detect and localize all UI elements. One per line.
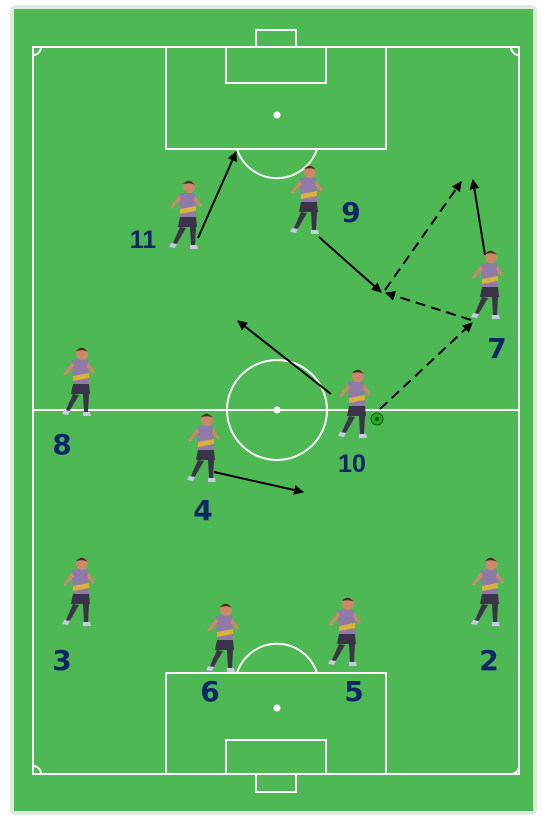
player-number-9: 9 bbox=[341, 196, 360, 229]
player-number-8: 8 bbox=[52, 428, 71, 461]
player-number-4: 4 bbox=[193, 494, 212, 527]
bottom-penalty-spot bbox=[275, 706, 280, 711]
player-number-5: 5 bbox=[344, 675, 363, 708]
centre-spot bbox=[275, 408, 280, 413]
top-penalty-spot bbox=[275, 113, 280, 118]
player-number-3: 3 bbox=[52, 644, 71, 677]
player-number-7: 7 bbox=[487, 332, 506, 365]
player-number-10: 10 bbox=[338, 450, 366, 478]
player-number-6: 6 bbox=[200, 675, 219, 708]
soccer-ball-icon bbox=[371, 413, 383, 425]
player-number-2: 2 bbox=[479, 644, 498, 677]
player-number-11: 11 bbox=[130, 226, 157, 254]
